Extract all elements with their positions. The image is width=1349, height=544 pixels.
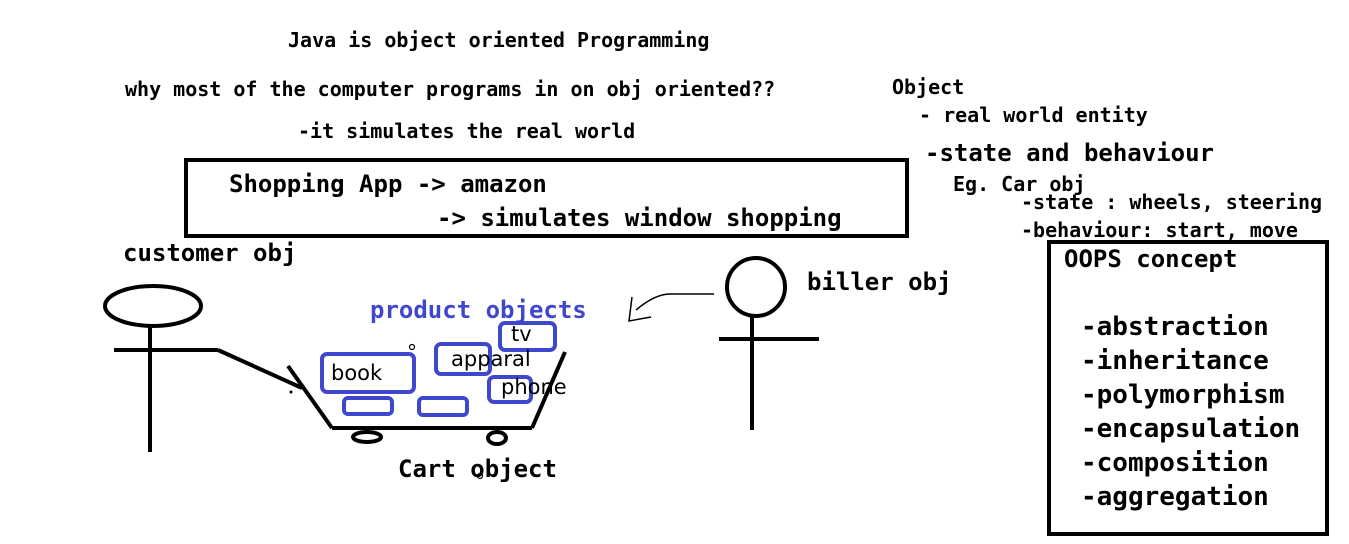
object-point-entity: - real world entity (919, 103, 1148, 127)
shopping-line-1: Shopping App -> amazon (229, 170, 547, 198)
product-box-tv (498, 321, 557, 352)
biller-figure (719, 256, 819, 430)
customer-figure (103, 284, 303, 452)
product-phone-label: phone (501, 375, 567, 399)
product-box-small-1 (342, 396, 394, 416)
product-book-label: book (331, 361, 383, 385)
oops-item-abstraction: -abstraction (1081, 312, 1269, 342)
shopping-box-border (184, 158, 909, 238)
shopping-line-2: -> simulates window shopping (437, 204, 842, 232)
arrow-icon (628, 293, 714, 322)
car-example: Eg. Car obj (953, 172, 1086, 196)
product-box-book (320, 352, 416, 394)
cart-label: Cart object (398, 455, 557, 483)
oops-item-inheritance: -inheritance (1081, 346, 1269, 376)
page-title: Java is object oriented Programming (288, 28, 710, 52)
ink-dot (476, 472, 484, 480)
object-point-state-behaviour: -state and behaviour (925, 139, 1214, 167)
customer-label: customer obj (123, 239, 297, 267)
product-box-phone (487, 375, 533, 404)
biller-label: biller obj (807, 268, 952, 296)
answer-text: -it simulates the real world (298, 119, 636, 143)
product-box-small-2 (417, 396, 469, 417)
product-tv-label: tv (511, 322, 532, 346)
object-heading: Object (892, 75, 965, 99)
car-state: -state : wheels, steering (1021, 190, 1323, 214)
oops-item-encapsulation: -encapsulation (1081, 414, 1301, 444)
product-objects-label: product objects (370, 296, 587, 324)
ink-dot (408, 343, 416, 351)
question-text: why most of the computer programs in on … (125, 77, 776, 101)
ink-dot (289, 390, 293, 394)
product-apparal-label: apparal (451, 347, 531, 371)
car-behaviour: -behaviour: start, move (1021, 218, 1298, 242)
oops-item-polymorphism: -polymorphism (1081, 380, 1285, 410)
oops-item-aggregation: -aggregation (1081, 482, 1269, 512)
oops-item-composition: -composition (1081, 448, 1269, 478)
cart-shape (286, 351, 567, 446)
oops-box-border (1047, 240, 1329, 536)
oops-title: OOPS concept (1064, 245, 1238, 273)
product-box-apparal (434, 342, 492, 376)
